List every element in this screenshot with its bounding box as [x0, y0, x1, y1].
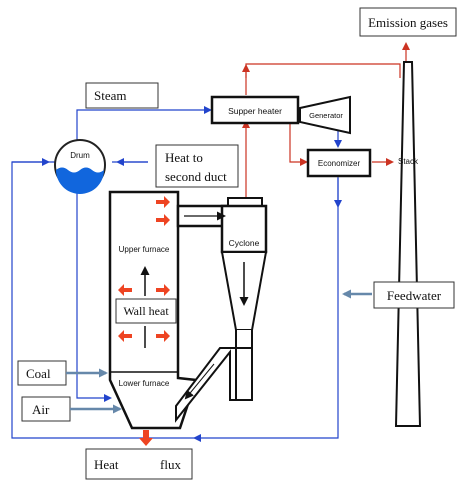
heat-to-second-duct-line1: Heat to	[165, 150, 203, 165]
heat-flux-label-part1: Heat	[94, 457, 119, 472]
cyclone-body	[220, 204, 268, 254]
water-circuit	[11, 106, 342, 442]
coal-label: Coal	[26, 366, 51, 381]
generator-label: Generator	[309, 111, 343, 120]
heat-arrow-mid-right	[156, 284, 170, 296]
superheater-to-economizer	[289, 110, 308, 166]
heat-flux-arrow	[139, 430, 153, 446]
heat-arrow-mid-left	[118, 284, 132, 296]
economizer-label: Economizer	[318, 159, 361, 168]
heat-arrow-low-left	[118, 330, 132, 342]
cyclone-return-leg	[175, 330, 253, 423]
heat-arrow-top	[156, 196, 170, 208]
air-label: Air	[32, 402, 50, 417]
lower-furnace-label: Lower furnace	[119, 379, 170, 388]
superheater-top-loop	[245, 63, 401, 95]
steam-box	[85, 82, 159, 109]
drum-water	[56, 167, 104, 194]
stack-label: Stack	[398, 157, 419, 166]
feedwater-label: Feedwater	[387, 288, 442, 303]
air-box	[21, 396, 71, 422]
heat-to-second-duct-box	[155, 144, 239, 188]
upper-furnace-label: Upper furnace	[119, 245, 170, 254]
economizer-box	[306, 148, 372, 178]
steam-label: Steam	[94, 88, 127, 103]
emission-gases-box	[359, 7, 457, 37]
wall-heat-box	[115, 298, 177, 324]
heat-flux-label-part2: flux	[160, 457, 181, 472]
coal-box	[17, 360, 67, 386]
stack	[394, 61, 422, 427]
heat-arrow-upper	[156, 214, 170, 226]
heat-to-second-duct-line2: second duct	[165, 169, 227, 184]
heat-arrow-low-right	[156, 330, 170, 342]
gas-circuit	[242, 42, 410, 198]
loop-seal	[230, 348, 253, 401]
generator	[299, 95, 351, 135]
feedwater-line	[193, 178, 339, 442]
feedwater-box	[373, 281, 455, 309]
supper-heater-box	[210, 95, 300, 125]
drum-downcomer-center	[76, 188, 112, 402]
heat-arrows	[118, 196, 170, 446]
emission-gases-label: Emission gases	[368, 15, 448, 30]
wall-heat-label: Wall heat	[123, 304, 169, 318]
drum-label: Drum	[70, 151, 90, 160]
heat-flux-box	[85, 448, 193, 480]
supper-heater-label: Supper heater	[228, 106, 282, 116]
return-diag-arrow	[184, 363, 215, 400]
steam-line	[76, 106, 212, 140]
cyclone-label: Cyclone	[229, 238, 260, 248]
